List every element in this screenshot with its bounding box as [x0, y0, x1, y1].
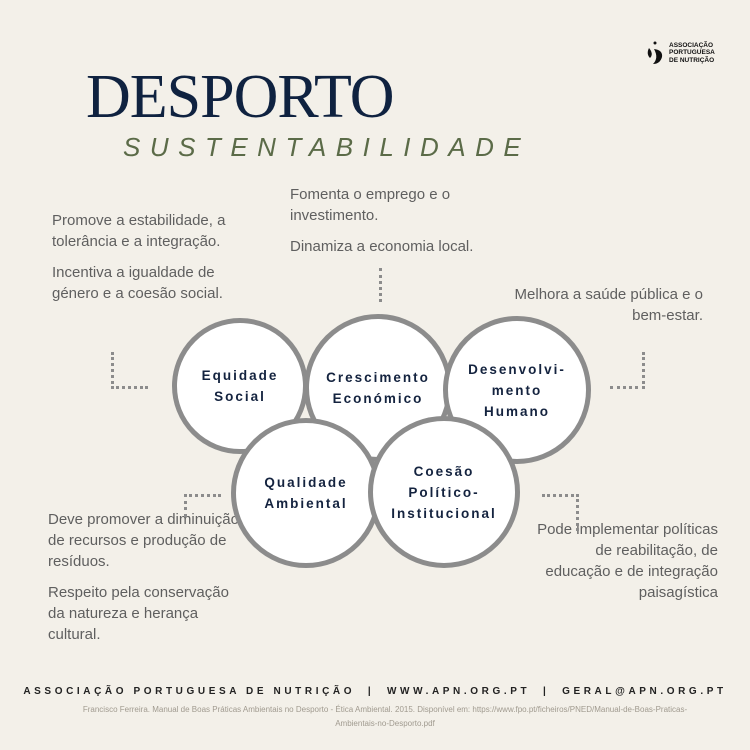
connector-economic	[379, 268, 382, 302]
note-text: Incentiva a igualdade de género e a coes…	[52, 264, 223, 302]
note-environment: Deve promover a diminuição de recursos e…	[48, 509, 248, 655]
circle-coesao-politico-institucional: Coesão Político-Institucional	[368, 416, 520, 568]
circle-label: Crescimento Económico	[326, 370, 430, 406]
circle-qualidade-ambiental: Qualidade Ambiental	[231, 418, 381, 568]
circle-label: Coesão Político-Institucional	[391, 463, 497, 521]
note-institutional: Pode implementar políticas de reabilitaç…	[530, 519, 718, 613]
note-social: Promove a estabilidade, a tolerância e a…	[52, 210, 252, 314]
circle-label: Desenvolvi-mento Humano	[468, 361, 566, 419]
note-text: Dinamiza a economia local.	[290, 238, 474, 255]
logo-line: DE NUTRIÇÃO	[669, 56, 715, 64]
note-text: Promove a estabilidade, a tolerância e a…	[52, 212, 226, 250]
note-text: Deve promover a diminuição de recursos e…	[48, 511, 239, 570]
circle-label: Equidade Social	[201, 368, 279, 404]
logo-leaf-icon	[647, 41, 663, 64]
note-text: Pode implementar políticas de reabilitaç…	[537, 521, 718, 601]
connector-human	[610, 352, 645, 389]
note-text: Respeito pela conservação da natureza e …	[48, 584, 229, 643]
note-text: Melhora a saúde pública e o bem-estar.	[514, 286, 703, 324]
footer-contact: ASSOCIAÇÃO PORTUGUESA DE NUTRIÇÃO | WWW.…	[23, 686, 727, 697]
logo-line: ASSOCIAÇÃO	[669, 41, 714, 49]
circle-label: Qualidade Ambiental	[264, 475, 348, 511]
connector-institutional	[542, 494, 579, 531]
connector-environment	[184, 494, 221, 517]
note-text: Fomenta o emprego e o investimento.	[290, 186, 451, 224]
note-human: Melhora a saúde pública e o bem-estar.	[500, 284, 703, 336]
apn-logo: ASSOCIAÇÃO PORTUGUESA DE NUTRIÇÃO	[645, 40, 715, 66]
page-title: DESPORTO	[86, 63, 395, 131]
footer-reference: Francisco Ferreira. Manual de Boas Práti…	[82, 705, 688, 728]
connector-social	[111, 352, 148, 389]
note-economic: Fomenta o emprego e o investimento. Dina…	[290, 184, 510, 267]
page-subtitle: SUSTENTABILIDADE	[123, 132, 531, 162]
logo-line: PORTUGUESA	[669, 49, 715, 57]
